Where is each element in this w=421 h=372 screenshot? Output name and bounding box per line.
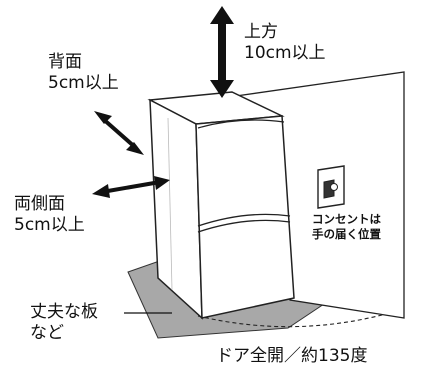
side-clearance-arrow (92, 176, 170, 198)
outlet-label: コンセントは 手の届く位置 (312, 212, 381, 241)
top-clearance-arrow (210, 6, 234, 98)
top-clearance-label: 上方 10cm以上 (244, 22, 326, 63)
side-clearance-label: 両側面 5cm以上 (14, 194, 85, 235)
plug-icon (330, 183, 338, 191)
door-open-label: ドア全開／約135度 (216, 346, 368, 366)
fridge-front (195, 115, 295, 319)
door-divider-upper (197, 213, 291, 227)
door-top-edge (197, 119, 285, 129)
back-clearance-label: 背面 5cm以上 (48, 52, 119, 93)
door-divider-lower (197, 219, 291, 233)
back-clearance-arrow (94, 111, 144, 155)
side-shading (167, 117, 173, 291)
board-label: 丈夫な板 など (30, 302, 98, 343)
